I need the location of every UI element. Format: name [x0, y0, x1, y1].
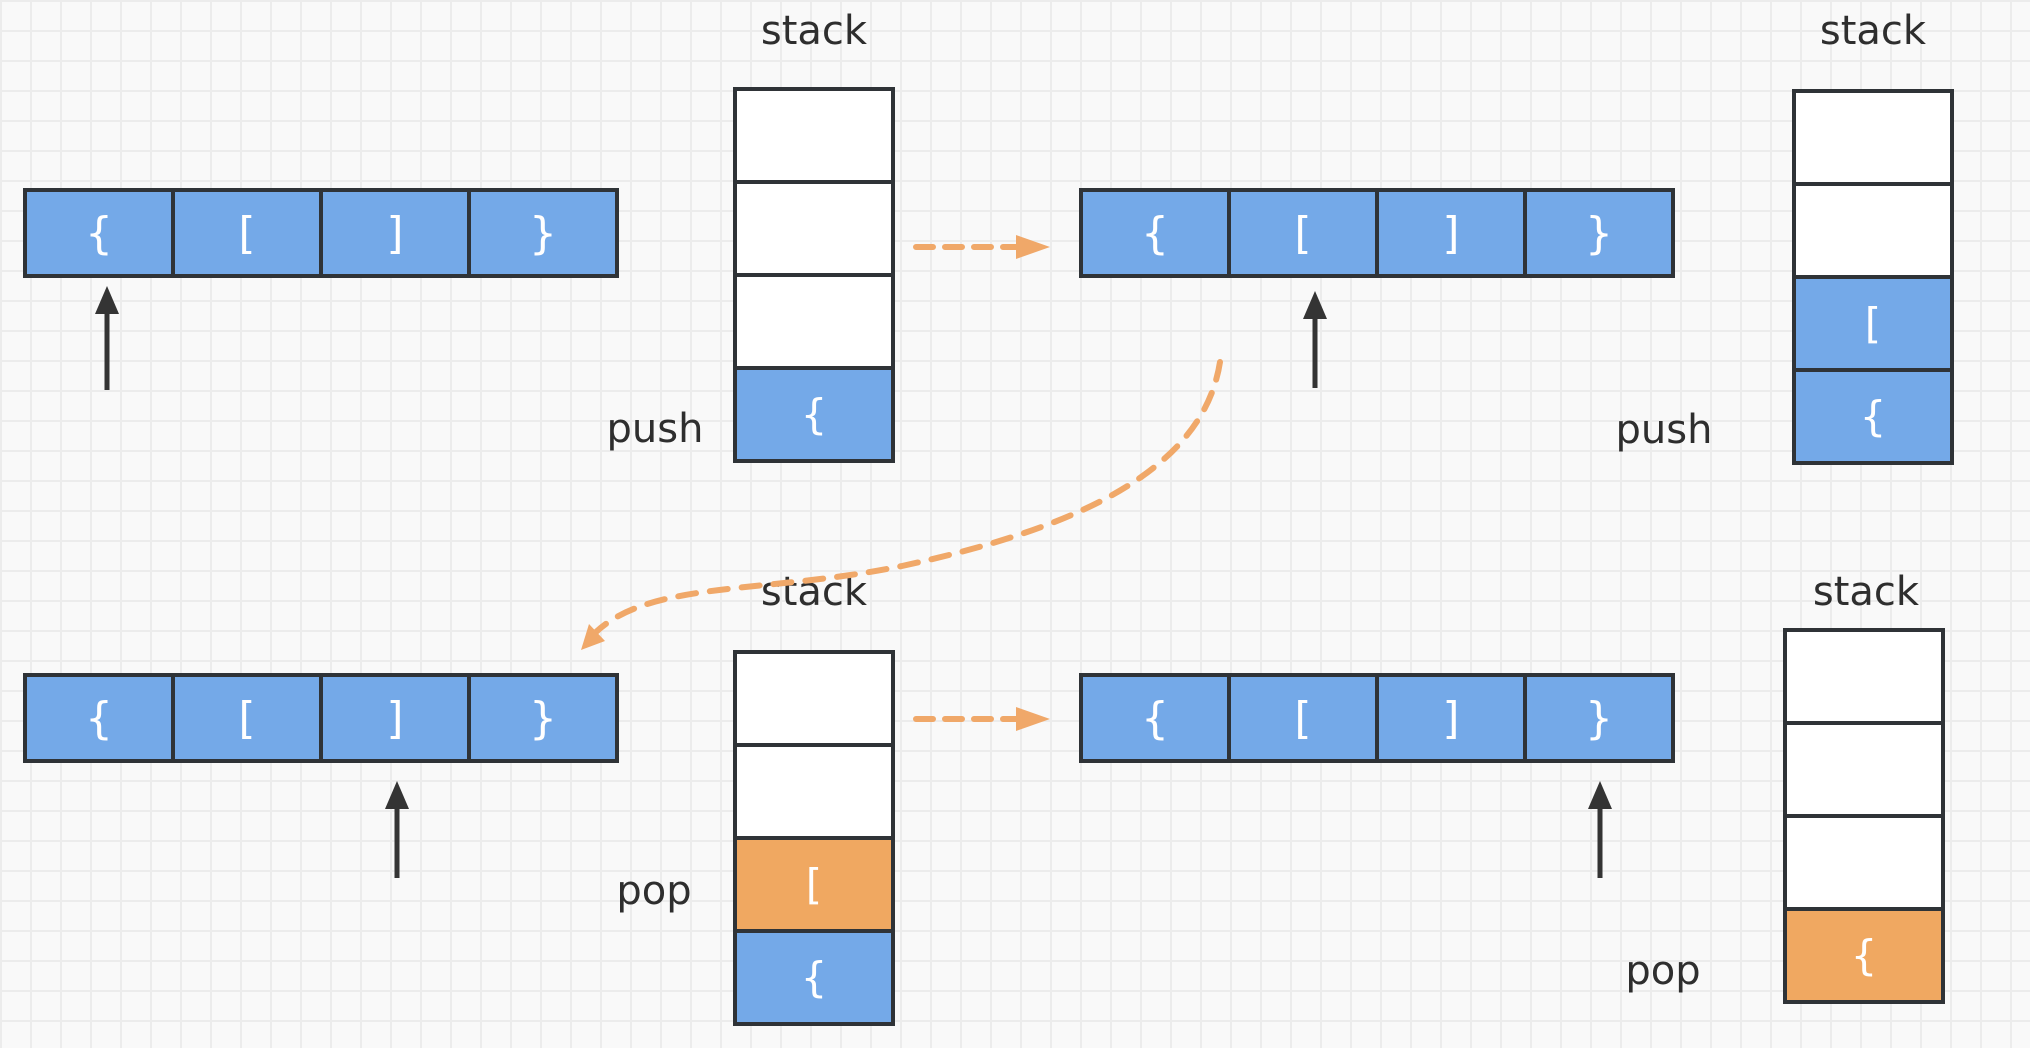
stack-title-top-right: stack [1819, 8, 1927, 54]
pointer-arrow-cell-1 [95, 286, 119, 390]
array-cell: [ [1227, 673, 1379, 763]
array-cell: [ [171, 673, 323, 763]
pointer-arrow-cell-2 [1303, 291, 1327, 388]
array-cell: } [1523, 188, 1675, 278]
array-cell: ] [1375, 188, 1527, 278]
array-cell: { [23, 188, 175, 278]
array-cell: ] [319, 188, 471, 278]
stack-cell: [ [1792, 275, 1954, 372]
operation-label-pop-2: pop [1625, 948, 1701, 994]
stack-cell [733, 273, 895, 370]
stack-cell [733, 650, 895, 747]
array-cell: { [1079, 673, 1231, 763]
operation-label-push-2: push [1615, 407, 1713, 453]
stack-cell: { [1783, 907, 1945, 1004]
stack-cell: { [733, 366, 895, 463]
pointer-arrow-cell-4 [1588, 781, 1612, 878]
array-cell: } [467, 188, 619, 278]
stack-title-bottom-left: stack [760, 569, 868, 615]
stack-cell [733, 743, 895, 840]
stack-column-top-left: { [733, 87, 895, 463]
stack-cell: { [1792, 368, 1954, 465]
operation-label-pop-1: pop [616, 868, 692, 914]
array-cell: } [467, 673, 619, 763]
pointer-arrow-cell-3 [385, 781, 409, 878]
array-cell: [ [171, 188, 323, 278]
array-cell: } [1523, 673, 1675, 763]
array-cell: ] [319, 673, 471, 763]
bracket-array-bottom-left: { [ ] } [23, 673, 619, 763]
transition-arrow-bottom [913, 707, 1050, 731]
stack-column-top-right: [ { [1792, 89, 1954, 465]
array-cell: { [1079, 188, 1231, 278]
stack-title-top-left: stack [760, 8, 868, 54]
bracket-array-bottom-right: { [ ] } [1079, 673, 1675, 763]
stack-cell [1783, 628, 1945, 725]
stack-cell [1792, 182, 1954, 279]
array-cell: { [23, 673, 175, 763]
stack-column-bottom-left: [ { [733, 650, 895, 1026]
stack-cell [1783, 721, 1945, 818]
stack-cell [733, 87, 895, 184]
stack-cell [1783, 814, 1945, 911]
bracket-array-top-right: { [ ] } [1079, 188, 1675, 278]
stack-cell: { [733, 929, 895, 1026]
stack-column-bottom-right: { [1783, 628, 1945, 1004]
array-cell: [ [1227, 188, 1379, 278]
stack-cell [1792, 89, 1954, 186]
transition-arrow-top [913, 235, 1050, 259]
stack-cell: [ [733, 836, 895, 933]
stack-title-bottom-right: stack [1812, 569, 1920, 615]
stack-cell [733, 180, 895, 277]
array-cell: ] [1375, 673, 1527, 763]
bracket-array-top-left: { [ ] } [23, 188, 619, 278]
operation-label-push-1: push [606, 406, 704, 452]
